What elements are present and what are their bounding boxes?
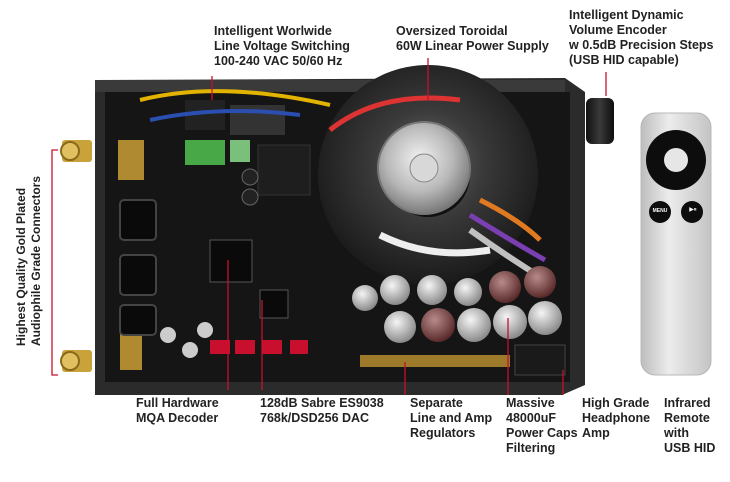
- remote-line-2: Remote: [664, 411, 710, 425]
- gold-connectors: [60, 140, 144, 372]
- dac-line-1: 128dB Sabre ES9038: [260, 396, 384, 410]
- encoder-label: Intelligent Dynamic Volume Encoder w 0.5…: [569, 8, 714, 68]
- regulators-label: Separate Line and Amp Regulators: [410, 396, 492, 441]
- mqa-decoder-label: Full Hardware MQA Decoder: [136, 396, 219, 426]
- caps-line-3: Power Caps: [506, 426, 578, 440]
- gold-strip: [360, 355, 510, 367]
- toroidal-line-1: Oversized Toroidal: [396, 24, 508, 38]
- headphone-line-1: High Grade: [582, 396, 650, 410]
- dac-label: 128dB Sabre ES9038 768k/DSD256 DAC: [260, 396, 384, 426]
- voltage-line-1: Intelligent Worlwide: [214, 24, 332, 38]
- toroidal-line-2: 60W Linear Power Supply: [396, 39, 549, 53]
- remote: [640, 112, 712, 376]
- remote-line-1: Infrared: [664, 396, 711, 410]
- mqa-chip: [209, 239, 253, 283]
- toroidal-transformer: [139, 65, 547, 285]
- caps-line-4: Filtering: [506, 441, 556, 455]
- headphone-line-3: Amp: [582, 426, 610, 440]
- headphone-amp: [514, 344, 566, 376]
- voltage-switching-label: Intelligent Worlwide Line Voltage Switch…: [214, 24, 350, 69]
- power-caps: [352, 266, 562, 343]
- headphone-amp-label: High Grade Headphone Amp: [582, 396, 650, 441]
- caps-line-1: Massive: [506, 396, 555, 410]
- headphone-line-2: Headphone: [582, 411, 651, 425]
- connectors-line-1: Highest Quality Gold Plated: [14, 187, 28, 346]
- leader-lines: [51, 58, 607, 395]
- caps-line-2: 48000uF: [506, 411, 557, 425]
- remote-line-3: with: [664, 426, 689, 440]
- mqa-line-2: MQA Decoder: [136, 411, 219, 425]
- small-caps: [160, 168, 259, 358]
- relays: [185, 100, 311, 196]
- dac-line-2: 768k/DSD256 DAC: [260, 411, 370, 425]
- dac-chip: [259, 289, 289, 319]
- play-pause-icon: ▶⏸: [689, 207, 697, 213]
- remote-label: Infrared Remote with USB HID: [664, 396, 715, 456]
- xlr-jacks: [119, 199, 157, 336]
- voltage-line-2: Line Voltage Switching: [214, 39, 350, 53]
- volume-knob: [586, 98, 614, 144]
- remote-line-4: USB HID: [664, 441, 716, 455]
- encoder-line-2: Volume Encoder: [569, 23, 667, 37]
- regulators-line-2: Line and Amp: [410, 411, 493, 425]
- encoder-line-1: Intelligent Dynamic: [569, 8, 684, 22]
- regulators-line-1: Separate: [410, 396, 463, 410]
- encoder-line-4: (USB HID capable): [569, 53, 679, 67]
- voltage-line-3: 100-240 VAC 50/60 Hz: [214, 54, 343, 68]
- regulators-line-3: Regulators: [410, 426, 476, 440]
- menu-button-label: MENU: [652, 208, 668, 214]
- red-regulators: [210, 340, 308, 354]
- encoder-line-3: w 0.5dB Precision Steps: [569, 38, 714, 52]
- mqa-line-1: Full Hardware: [136, 396, 219, 410]
- connectors-line-2: Audiophile Grade Connectors: [29, 175, 43, 346]
- power-caps-label: Massive 48000uF Power Caps Filtering: [506, 396, 578, 456]
- toroidal-label: Oversized Toroidal 60W Linear Power Supp…: [396, 24, 549, 54]
- connectors-label: Highest Quality Gold Plated Audiophile G…: [14, 176, 44, 346]
